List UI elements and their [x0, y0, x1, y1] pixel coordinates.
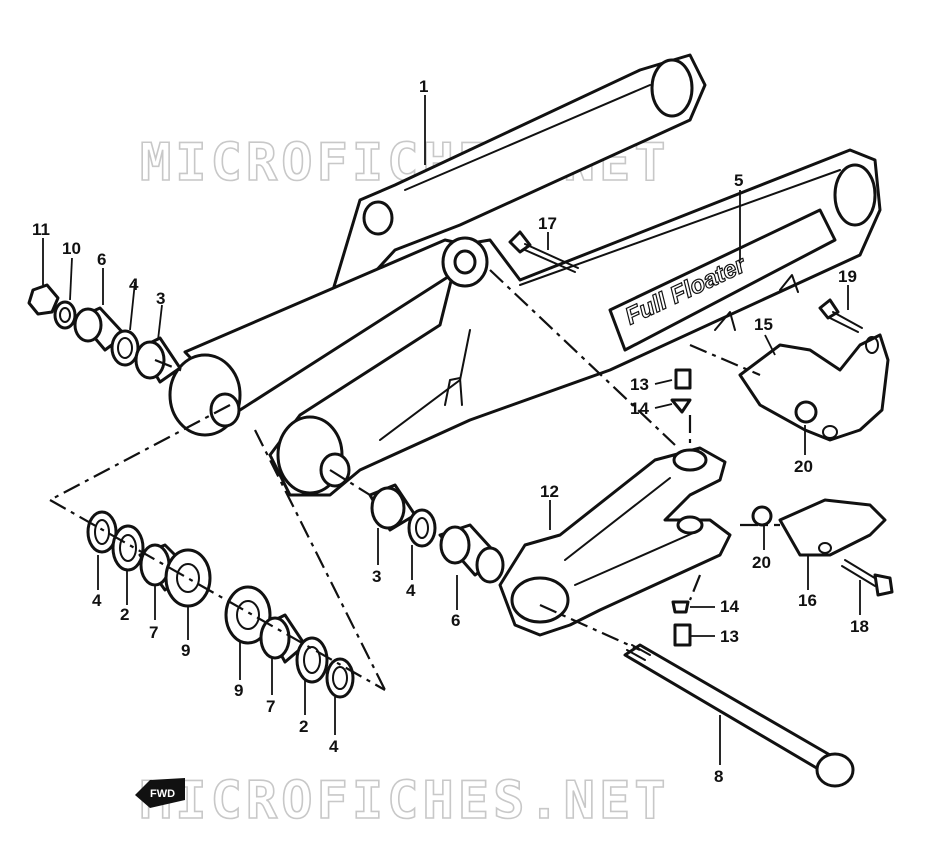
callout-6-right: 6	[451, 611, 460, 630]
callout-17: 17	[538, 214, 557, 233]
callout-2-lower-middle: 2	[299, 717, 308, 736]
callout-6-left: 6	[97, 250, 106, 269]
callout-11: 11	[32, 220, 50, 239]
callout-labels: 1 5 17 11 10 6 4 3 19 15 13 14 20 12 4 2…	[32, 77, 869, 786]
lower-middle-spacers	[224, 585, 355, 699]
bracket-16	[778, 498, 887, 557]
callout-20-lower: 20	[752, 553, 771, 572]
callout-7-lower-middle: 7	[266, 697, 275, 716]
lower-left-spacers	[86, 510, 212, 608]
callout-1: 1	[419, 77, 428, 96]
callout-14-lower: 14	[720, 597, 739, 616]
callout-5: 5	[734, 171, 743, 190]
callout-8: 8	[714, 767, 723, 786]
fwd-label: FWD	[150, 788, 175, 800]
callout-2-lower-left: 2	[120, 605, 129, 624]
callout-3-left: 3	[156, 289, 165, 308]
callout-20-upper: 20	[794, 457, 813, 476]
callout-18: 18	[850, 617, 869, 636]
callout-leaders	[42, 95, 861, 765]
callout-4-lower-left: 4	[92, 591, 102, 610]
fwd-arrow-badge: FWD	[135, 778, 185, 808]
callout-9-lower-left: 9	[181, 641, 190, 660]
callout-3-right: 3	[372, 567, 381, 586]
callout-4-lower-middle: 4	[329, 737, 339, 756]
callout-14-upper: 14	[630, 399, 649, 418]
assembly-lines	[49, 269, 780, 691]
callout-10: 10	[62, 239, 81, 258]
swingarm: Full Floater	[168, 53, 882, 497]
callout-15: 15	[754, 315, 773, 334]
callout-12: 12	[540, 482, 559, 501]
callout-7-lower-left: 7	[149, 623, 158, 642]
bracket-15	[738, 333, 890, 442]
callout-13-upper: 13	[630, 375, 649, 394]
callout-4-left: 4	[129, 275, 139, 294]
left-pivot-parts	[27, 283, 182, 384]
callout-4-right: 4	[406, 581, 416, 600]
callout-13-lower: 13	[720, 627, 739, 646]
callout-9-lower-middle: 9	[234, 681, 243, 700]
watermark-bottom: MICROFICHES.NET	[140, 771, 670, 831]
right-pivot-parts	[368, 483, 505, 584]
callout-19: 19	[838, 267, 857, 286]
callout-16: 16	[798, 591, 817, 610]
